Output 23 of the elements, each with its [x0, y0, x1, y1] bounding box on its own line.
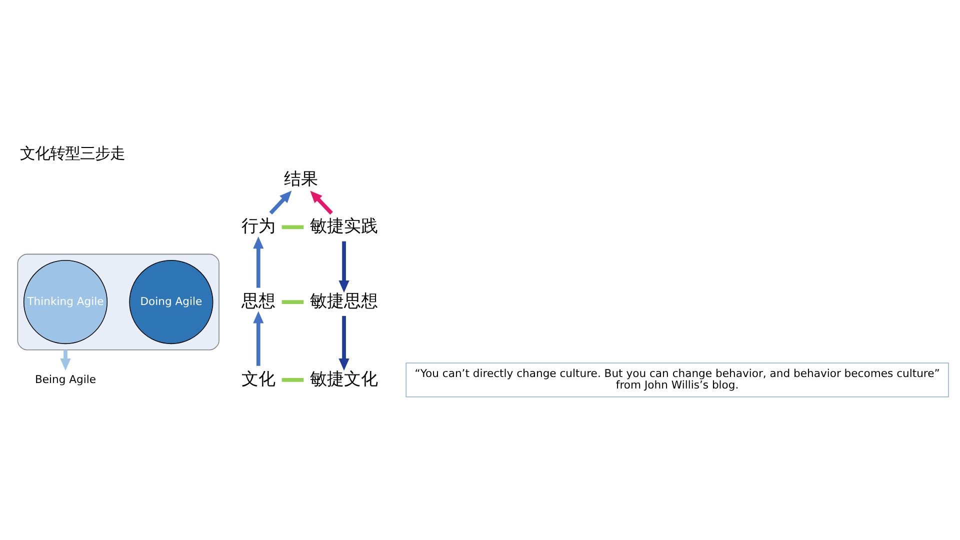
- node-text: Being Agile: [34, 372, 96, 386]
- arrow: [310, 190, 333, 215]
- connector: [282, 300, 304, 304]
- node-circle: Doing Agile: [129, 260, 214, 344]
- arrow: [253, 311, 264, 366]
- cluster: [17, 254, 220, 350]
- node-text: 结果: [284, 169, 318, 190]
- node-text: 文化: [241, 369, 276, 390]
- diagram-title: 文化转型三步走: [20, 144, 125, 163]
- arrow: [338, 241, 350, 293]
- connector: [282, 225, 304, 230]
- arrow: [269, 190, 292, 215]
- node-text: 敏捷实践: [310, 216, 378, 236]
- node-box: “You can’t directly change culture. But you can change behavior, and behavior becomes culture” from John Willis’s blog.: [406, 362, 949, 398]
- connector: [282, 378, 304, 382]
- node-circle: Thinking Agile: [23, 260, 108, 344]
- node-text: 敏捷文化: [310, 369, 378, 390]
- arrow: [338, 316, 350, 371]
- node-text: 思想: [241, 291, 276, 312]
- arrow: [253, 236, 264, 288]
- arrow: [60, 350, 71, 371]
- node-text: 行为: [241, 216, 276, 236]
- node-text: 敏捷思想: [310, 291, 378, 312]
